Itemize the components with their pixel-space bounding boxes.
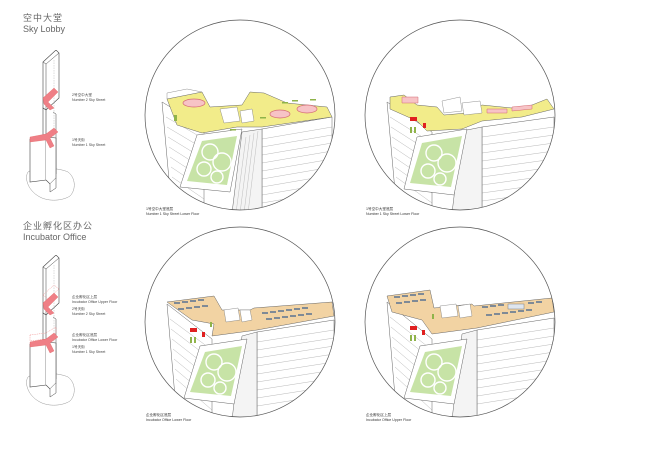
circle-view-sky-lobby-1 (142, 17, 338, 213)
sky-street-1-highlight (29, 332, 59, 354)
tower-label: 企业孵化区上层 Incubator Office Upper Floor (72, 295, 118, 304)
circle-view-incubator-lower (142, 224, 338, 420)
circle-view-incubator-upper (362, 224, 558, 420)
circle-view-sky-lobby-2 (362, 17, 558, 213)
sky-street-1-highlight (29, 127, 59, 149)
view-caption: 1号空中大堂底层 Number 1 Sky Street Lower Floor (146, 207, 200, 216)
tower-label: 2号天街 Number 2 Sky Street (72, 307, 106, 316)
section-title-sky-lobby: 空中大堂 Sky Lobby (23, 13, 65, 35)
tower-label: 1号天街 Number 1 Sky Street (72, 345, 106, 354)
section-title-cn: 空中大堂 (23, 13, 64, 23)
view-caption: 企业孵化区底层 Incubator Office Lower Floor (146, 413, 192, 422)
section-title-incubator-office: 企业孵化区办公 Incubator Office (23, 221, 93, 243)
tower-diagram-sky-lobby (26, 50, 75, 201)
section-title-en: Sky Lobby (23, 24, 66, 34)
garden-roof (190, 346, 242, 396)
section-title-cn: 企业孵化区办公 (23, 221, 94, 231)
view-caption: 1号空中大堂底层 Number 1 Sky Street Lower Floor (366, 207, 420, 216)
garden-roof (410, 136, 462, 187)
view-caption: 企业孵化区上层 Incubator Office Upper Floor (366, 413, 412, 422)
section-title-en: Incubator Office (23, 232, 87, 242)
garden-roof (187, 136, 237, 185)
tower-label: 1号天街 Number 1 Sky Street (72, 138, 106, 147)
tower-label: 企业孵化区底层 Incubator Office Lower Floor (72, 333, 118, 342)
tower-diagram-incubator-office (26, 255, 75, 406)
sky-street-2-highlight (42, 292, 59, 316)
tower-label: 2号空中大堂 Number 2 Sky Street (72, 93, 106, 102)
garden-roof (410, 346, 462, 396)
sky-street-2-highlight (42, 87, 59, 111)
